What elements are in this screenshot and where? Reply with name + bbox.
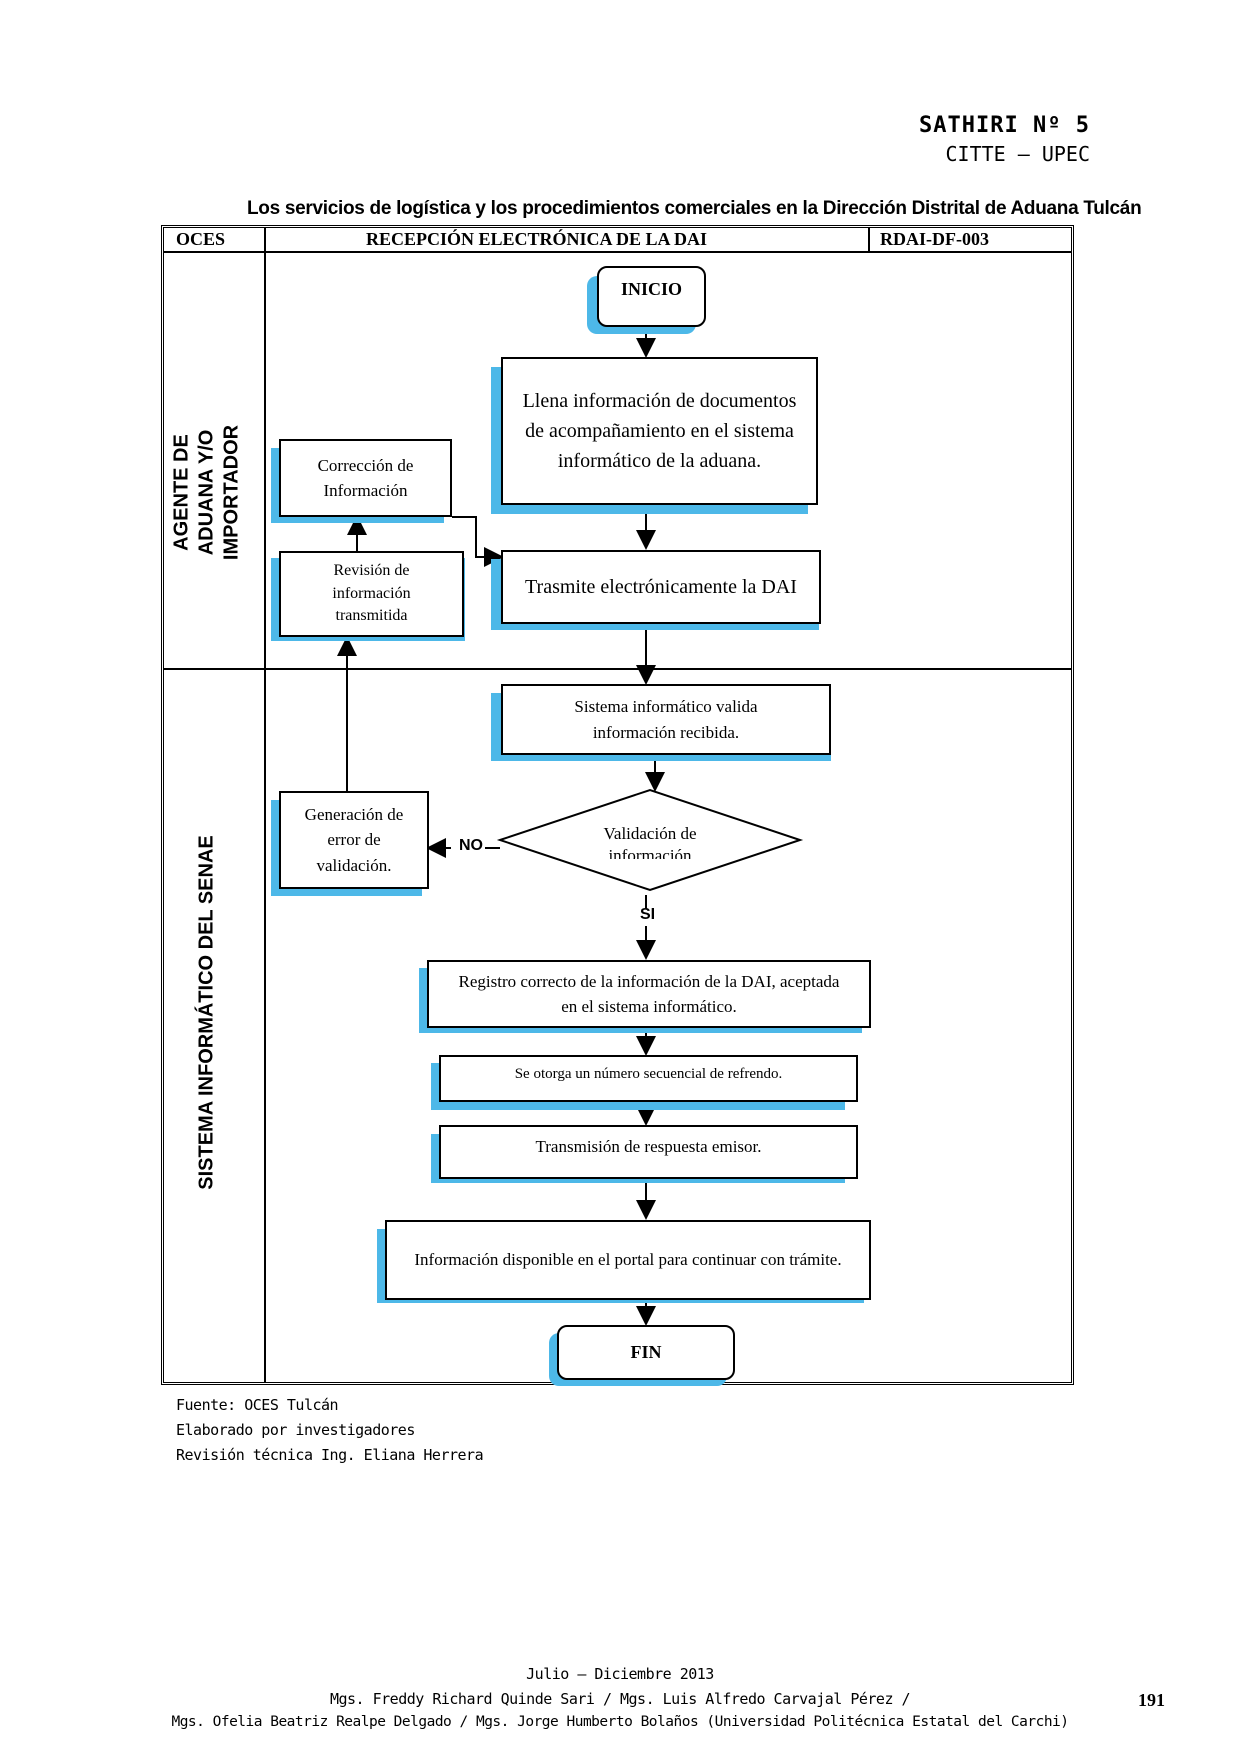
header-cell-title: RECEPCIÓN ELECTRÓNICA DE LA DAI <box>366 229 708 249</box>
step-informacion-disponible: Información disponible en el portal para… <box>385 1220 871 1300</box>
step-valida: Sistema informático valida información r… <box>501 684 831 755</box>
journal-header: SATHIRI Nº 5 CITTE – UPEC <box>919 113 1090 166</box>
decision-validacion: Validación de información <box>603 824 697 859</box>
footer-authors-2: Mgs. Ofelia Beatriz Realpe Delgado / Mgs… <box>171 1714 1069 1730</box>
step-trasmite: Trasmite electrónicamente la DAI <box>501 550 821 624</box>
source-note-elaborado: Elaborado por investigadores <box>176 1421 415 1439</box>
footer-date: Julio – Diciembre 2013 <box>526 1665 714 1683</box>
journal-subtitle: CITTE – UPEC <box>945 142 1091 166</box>
source-note-fuente: Fuente: OCES Tulcán <box>176 1396 339 1414</box>
step-correccion: Corrección de Información <box>279 439 452 517</box>
step-registro: Registro correcto de la información de l… <box>427 960 871 1028</box>
start-node: INICIO <box>597 266 706 327</box>
journal-name: SATHIRI Nº 5 <box>919 113 1090 138</box>
edge-label-si: SI <box>640 906 656 923</box>
edge-label-no: NO <box>459 837 483 854</box>
header-cell-code: RDAI-DF-003 <box>880 229 989 249</box>
figure-title: Los servicios de logística y los procedi… <box>247 198 1142 219</box>
source-notes: Fuente: OCES Tulcán Elaborado por invest… <box>176 1393 484 1468</box>
step-revision: Revisión de información transmitida <box>279 551 464 637</box>
source-note-revision: Revisión técnica Ing. Eliana Herrera <box>176 1446 484 1464</box>
footer-authors-1: Mgs. Freddy Richard Quinde Sari / Mgs. L… <box>329 1690 911 1708</box>
step-generacion-error: Generación de error de validación. <box>279 791 429 889</box>
step-transmision: Transmisión de respuesta emisor. <box>439 1125 858 1179</box>
page-number: 191 <box>1138 1690 1165 1710</box>
step-numero-secuencial: Se otorga un número secuencial de refren… <box>439 1055 858 1102</box>
end-node: FIN <box>557 1325 735 1380</box>
header-cell-oces: OCES <box>176 229 226 249</box>
step-llena-informacion: Llena información de documentos de acomp… <box>501 357 818 505</box>
